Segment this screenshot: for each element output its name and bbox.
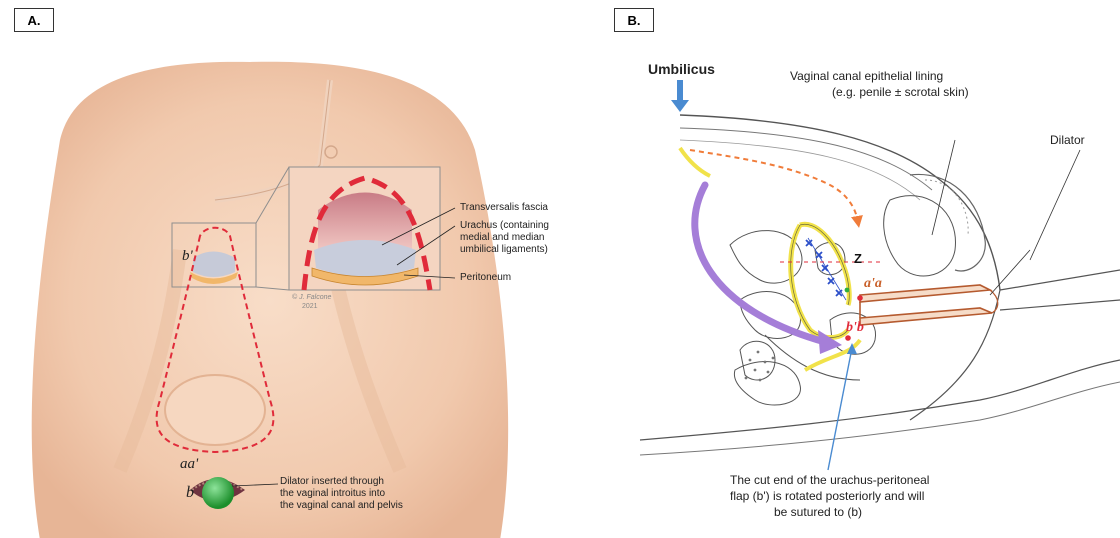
label-lining-line1: Vaginal canal epithelial lining xyxy=(790,70,943,83)
marker-b-prime-b: b'b xyxy=(846,320,864,335)
artist-year: 2021 xyxy=(302,303,318,311)
caption-pointer xyxy=(828,348,852,470)
label-lining-line2: (e.g. penile ± scrotal skin) xyxy=(832,86,969,99)
bowel-loops xyxy=(730,196,955,405)
label-urachus-line2: medial and median xyxy=(460,232,545,243)
marker-a-prime-a: a'a xyxy=(864,276,882,291)
label-peritoneum: Peritoneum xyxy=(460,272,511,283)
marker-z: Z xyxy=(854,252,862,266)
dilator-note-line2: the vaginal introitus into xyxy=(280,488,385,499)
stool-dots xyxy=(745,351,775,382)
marker-b-prime: b' xyxy=(182,248,193,265)
label-urachus-line1: Urachus (containing xyxy=(460,220,549,231)
abdominal-wall xyxy=(680,115,1000,290)
umbilicus-arrow xyxy=(671,80,689,112)
marker-aa-prime: aa' xyxy=(180,456,198,473)
marker-b: b xyxy=(186,484,194,502)
caption-line2: flap (b') is rotated posteriorly and wil… xyxy=(730,490,924,503)
label-dilator: Dilator xyxy=(1050,134,1085,147)
artist-signature: © J. Falcone xyxy=(292,294,331,302)
dilator-ball xyxy=(202,477,234,509)
label-transversalis-fascia: Transversalis fascia xyxy=(460,202,548,213)
panel-a-illustration xyxy=(0,0,560,538)
label-umbilicus: Umbilicus xyxy=(648,62,715,77)
abdomen-skin xyxy=(32,62,508,538)
panel-b: B. xyxy=(560,0,1120,538)
label-urachus-line3: umbilical ligaments) xyxy=(460,244,548,255)
dilator-note-line3: the vaginal canal and pelvis xyxy=(280,500,403,511)
caption-line1: The cut end of the urachus-peritoneal xyxy=(730,474,929,487)
posterior-body-contour xyxy=(640,360,1120,440)
caption-line3: be sutured to (b) xyxy=(774,506,862,519)
orange-path-arrow xyxy=(690,150,858,222)
dilator-note-line1: Dilator inserted through xyxy=(280,476,384,487)
panel-a: A. xyxy=(0,0,560,538)
peritoneal-flap xyxy=(791,225,848,338)
